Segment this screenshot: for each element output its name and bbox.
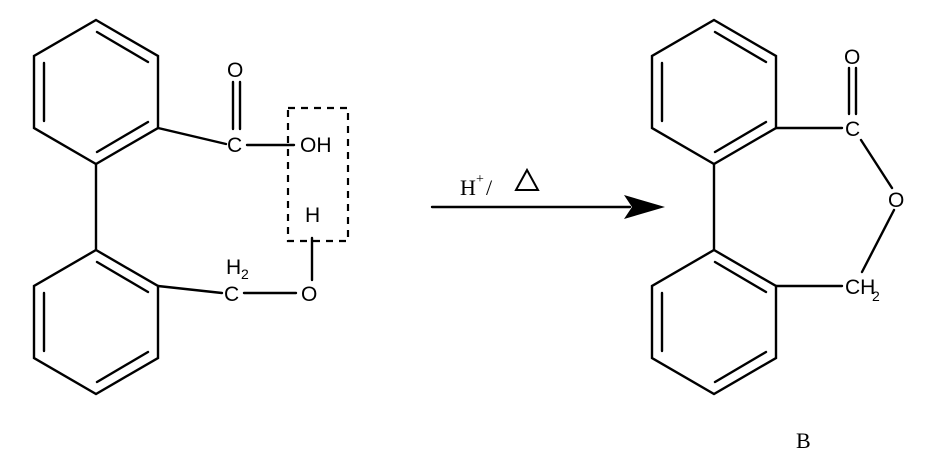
- reactant-methylene-carbon: C: [224, 283, 239, 306]
- reactant-upper-benzene-ring: [32, 18, 160, 166]
- product-label: B: [796, 428, 811, 453]
- reactant-hydroxyl: OH: [300, 134, 332, 157]
- water-elimination-box: [286, 106, 350, 243]
- product-upper-benzene-ring: [650, 18, 778, 166]
- product-carbonyl-oxygen: O: [844, 46, 860, 69]
- product-methylene-subscript: 2: [872, 288, 880, 304]
- reactant-methylene-subscript: 2: [241, 266, 249, 282]
- product-c-o-bond: [859, 138, 894, 190]
- reactant-carbonyl-carbon: C: [227, 134, 242, 157]
- product-o-ch2-bond: [860, 208, 896, 274]
- reactant-ether-oxygen: O: [301, 283, 317, 306]
- heat-delta-icon: [514, 167, 540, 191]
- product-ring-oxygen: O: [888, 189, 904, 212]
- reactant-ring-to-ch2-bond: [156, 284, 224, 295]
- acid-charge: +: [476, 172, 484, 187]
- product-lower-benzene-ring: [650, 248, 778, 396]
- arrow-head: [624, 195, 665, 219]
- reactant-ring-to-carbonyl-bond: [156, 126, 228, 146]
- reactant-lower-benzene-ring: [32, 248, 160, 396]
- reagent-slash: /: [486, 175, 493, 200]
- reactant-methylene-hydrogen: H: [226, 256, 241, 279]
- product-carbonyl-carbon: C: [845, 118, 860, 141]
- reactant-structure: O C OH C H 2 O H: [32, 18, 350, 396]
- reactant-hydrogen: H: [305, 204, 320, 227]
- reaction-arrow: H + /: [430, 167, 665, 219]
- reactant-carbonyl-oxygen: O: [227, 59, 243, 82]
- acid-reagent: H: [460, 175, 476, 200]
- product-methylene: CH: [845, 276, 875, 299]
- product-structure: O C O CH 2 B: [650, 18, 904, 453]
